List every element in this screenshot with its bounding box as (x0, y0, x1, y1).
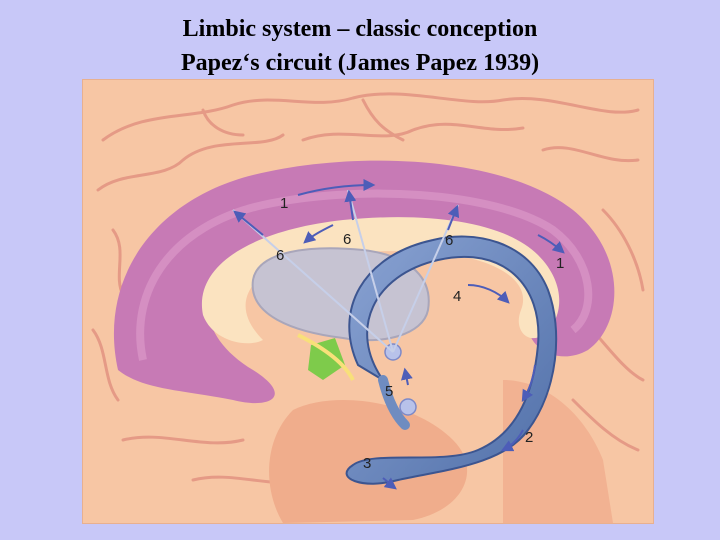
slide-title-line-2: Papez‘s circuit (James Papez 1939) (180, 50, 540, 76)
label-6-right: 6 (445, 232, 453, 249)
anterior-commissure-patch (308, 338, 345, 380)
label-4: 4 (453, 288, 461, 305)
fornix (345, 235, 558, 485)
slide-title-line-1: Limbic system – classic conception (182, 16, 538, 42)
label-2: 2 (525, 429, 533, 446)
label-1-right: 1 (556, 255, 564, 272)
mammillary-body (399, 398, 417, 416)
label-6-left: 6 (276, 247, 284, 264)
brain-illustration: 1 1 2 3 4 5 6 6 6 (83, 80, 653, 523)
label-1-upper: 1 (280, 195, 288, 212)
label-6-middle: 6 (343, 231, 351, 248)
arrows (233, 179, 565, 490)
label-3: 3 (363, 455, 371, 472)
label-5: 5 (385, 383, 393, 400)
